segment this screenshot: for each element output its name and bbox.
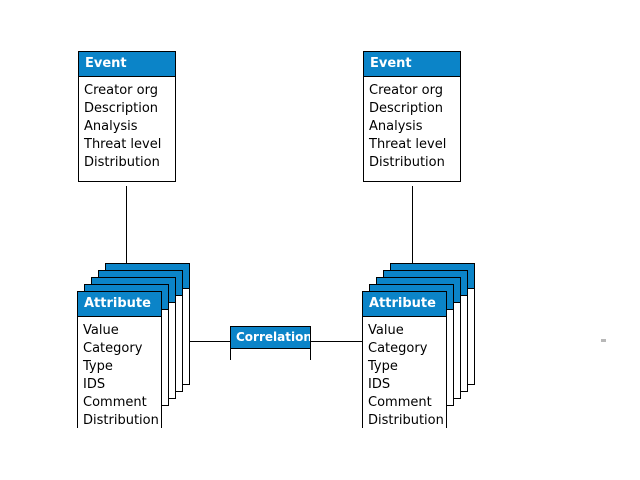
entity-correlation[interactable]: Correlation	[230, 326, 311, 360]
field-distribution: Distribution	[84, 155, 160, 170]
connector-event-right-to-attribute-right	[412, 186, 413, 264]
entity-body-attribute-left: Value Category Type IDS Comment Distribu…	[78, 317, 161, 434]
field-analysis: Analysis	[369, 119, 423, 134]
field-value: Value	[368, 323, 404, 338]
entity-attribute-left[interactable]: Attribute Value Category Type IDS Commen…	[77, 291, 162, 434]
field-ids: IDS	[368, 377, 391, 392]
field-threat-level: Threat level	[369, 137, 447, 152]
field-distribution: Distribution	[369, 155, 445, 170]
entity-body-correlation	[231, 349, 310, 360]
field-distribution: Distribution	[83, 413, 159, 428]
entity-event-right[interactable]: Event Creator org Description Analysis T…	[363, 51, 461, 182]
field-type: Type	[83, 359, 113, 374]
field-value: Value	[83, 323, 119, 338]
entity-body-event-left: Creator org Description Analysis Threat …	[79, 77, 175, 176]
entity-header-event-left: Event	[79, 52, 175, 77]
entity-body-attribute-right: Value Category Type IDS Comment Distribu…	[363, 317, 446, 434]
entity-body-event-right: Creator org Description Analysis Threat …	[364, 77, 460, 176]
entity-header-event-right: Event	[364, 52, 460, 77]
field-type: Type	[368, 359, 398, 374]
field-distribution: Distribution	[368, 413, 444, 428]
field-ids: IDS	[83, 377, 106, 392]
field-description: Description	[369, 101, 444, 116]
connector-event-left-to-attribute-left	[126, 186, 127, 264]
connector-attribute-left-to-correlation	[162, 341, 230, 342]
field-description: Description	[84, 101, 159, 116]
stray-artifact-mark	[601, 339, 606, 342]
field-category: Category	[368, 341, 428, 356]
entity-header-attribute-right: Attribute	[363, 292, 446, 317]
field-analysis: Analysis	[84, 119, 138, 134]
entity-attribute-right-stack[interactable]: Attribute Value Category Type IDS Commen…	[362, 263, 478, 434]
field-creator-org: Creator org	[369, 83, 443, 98]
field-category: Category	[83, 341, 143, 356]
field-comment: Comment	[83, 395, 147, 410]
field-creator-org: Creator org	[84, 83, 158, 98]
field-threat-level: Threat level	[84, 137, 162, 152]
entity-header-correlation: Correlation	[231, 327, 310, 349]
connector-attribute-right-to-correlation	[311, 341, 364, 342]
entity-attribute-right[interactable]: Attribute Value Category Type IDS Commen…	[362, 291, 447, 434]
entity-attribute-left-stack[interactable]: Attribute Value Category Type IDS Commen…	[77, 263, 193, 434]
entity-event-left[interactable]: Event Creator org Description Analysis T…	[78, 51, 176, 182]
entity-header-attribute-left: Attribute	[78, 292, 161, 317]
field-comment: Comment	[368, 395, 432, 410]
